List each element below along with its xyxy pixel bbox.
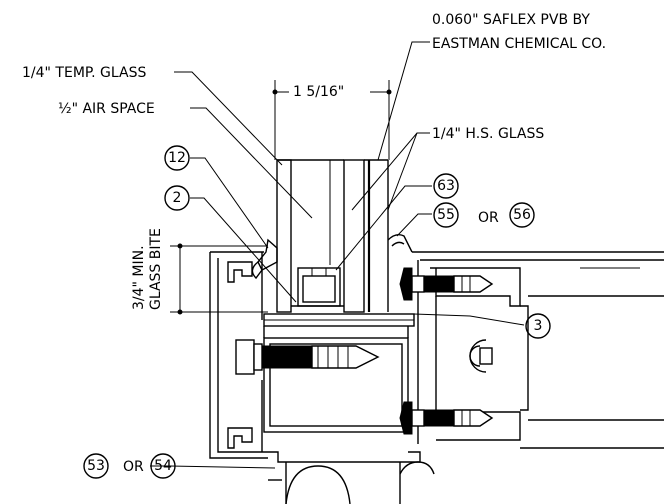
mullion-screw-upper [399,267,494,301]
callout-55: 55 [433,202,459,228]
svg-text:53: 53 [87,458,105,474]
or-label-55-56: OR [478,210,499,226]
svg-text:56: 56 [513,207,531,223]
callout-53: 53 [83,453,109,479]
svg-text:3: 3 [534,318,543,334]
leader-63 [335,185,432,271]
dimension-label: 1 5/16" [293,84,344,100]
pvb-label-line2: EASTMAN CHEMICAL CO. [432,36,606,52]
glass-bite-label-line2: GLASS BITE [148,228,164,310]
glass-bite-label-line1: 3/4" MIN. [131,245,147,310]
leader-55 [396,213,432,237]
or-label-53-54: OR [123,459,144,475]
pvb-leader [377,41,430,161]
callout-12: 12 [164,145,190,171]
svg-text:12: 12 [168,150,186,166]
glass-bite-dimension [170,243,268,315]
svg-text:55: 55 [437,207,455,223]
leader-53 [150,465,276,469]
callout-63: 63 [433,173,459,199]
callout-2: 2 [164,185,190,211]
pvb-label-line1: 0.060" SAFLEX PVB BY [432,12,590,28]
leader-12 [190,157,269,249]
temp-glass-label: 1/4" TEMP. GLASS [22,65,146,81]
dimension-1-5-16 [272,80,392,160]
callout-54: 54 [150,453,176,479]
frame-extrusion [209,251,421,504]
leader-2 [190,197,297,303]
setting-block [263,313,415,327]
callout-56: 56 [509,202,535,228]
frame-screw [235,339,380,375]
svg-text:63: 63 [437,178,455,194]
mullion-screw-lower [399,401,494,435]
bottom-seal [268,461,435,504]
hs-glass-leader-b [387,132,418,211]
svg-text:54: 54 [154,458,172,474]
svg-text:2: 2 [173,190,182,206]
insulated-glass-unit [276,159,389,313]
hs-glass-label: 1/4" H.S. GLASS [432,126,544,142]
air-space-label: ½" AIR SPACE [58,101,155,117]
callout-3: 3 [525,313,551,339]
temp-glass-leader [174,71,283,166]
leader-3 [413,313,525,326]
